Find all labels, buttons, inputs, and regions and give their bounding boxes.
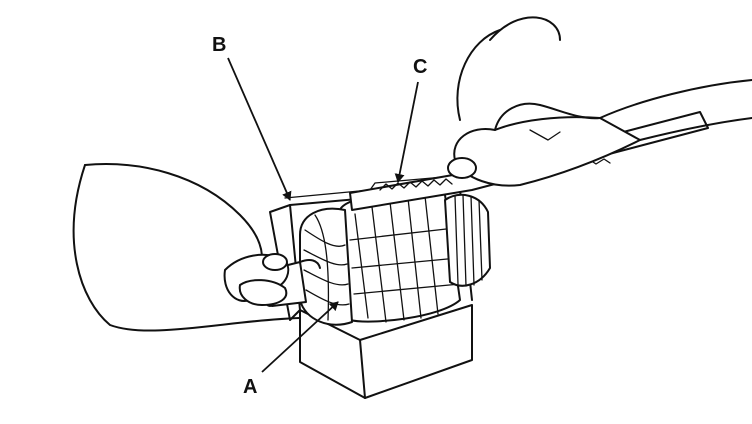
callout-label-a: A bbox=[243, 376, 258, 398]
callout-label-b: B bbox=[212, 34, 227, 56]
callout-label-c: C bbox=[413, 56, 428, 78]
armature-core bbox=[339, 189, 461, 323]
callout-a-leader bbox=[261, 301, 339, 373]
commutator bbox=[444, 193, 491, 287]
right-hand bbox=[447, 16, 752, 187]
armature-windings bbox=[299, 207, 353, 326]
callout-b-leader bbox=[227, 57, 292, 201]
callout-c-leader bbox=[394, 81, 419, 183]
left-hand bbox=[72, 163, 301, 332]
